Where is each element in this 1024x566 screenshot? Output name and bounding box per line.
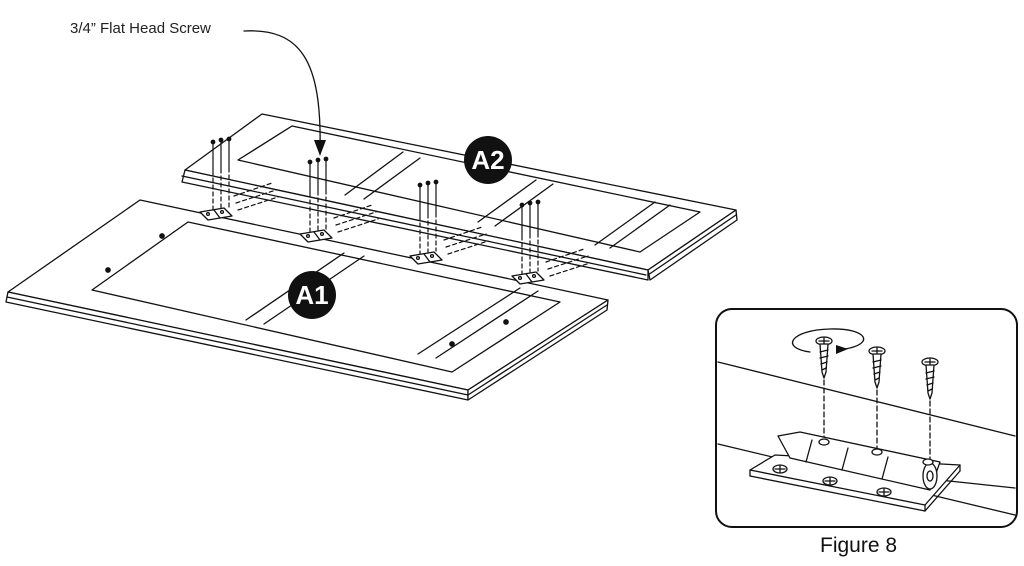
screw-icon <box>210 136 591 277</box>
hinge-icon <box>199 207 545 285</box>
callout-label: 3/4” Flat Head Screw <box>70 20 211 37</box>
callout-leader <box>243 30 326 156</box>
hinge-2 <box>299 229 333 243</box>
badge-a2: A2 <box>464 136 512 184</box>
screws-group-3 <box>417 179 489 255</box>
hinge-icon <box>749 431 961 512</box>
figure-8-inset <box>715 308 1018 528</box>
hinge-1 <box>199 207 233 221</box>
screw-icon <box>815 336 939 461</box>
screws-group-4 <box>519 199 591 277</box>
rotation-arrow-icon <box>791 328 865 354</box>
badge-a2-label: A2 <box>471 145 504 175</box>
screws-group-1 <box>210 136 279 211</box>
figure-caption: Figure 8 <box>820 534 898 557</box>
badge-a1-label: A1 <box>295 280 328 310</box>
screws-group-2 <box>307 156 379 233</box>
badge-a1: A1 <box>288 271 336 319</box>
hinge-4 <box>511 271 545 285</box>
hinge-3 <box>409 251 443 265</box>
